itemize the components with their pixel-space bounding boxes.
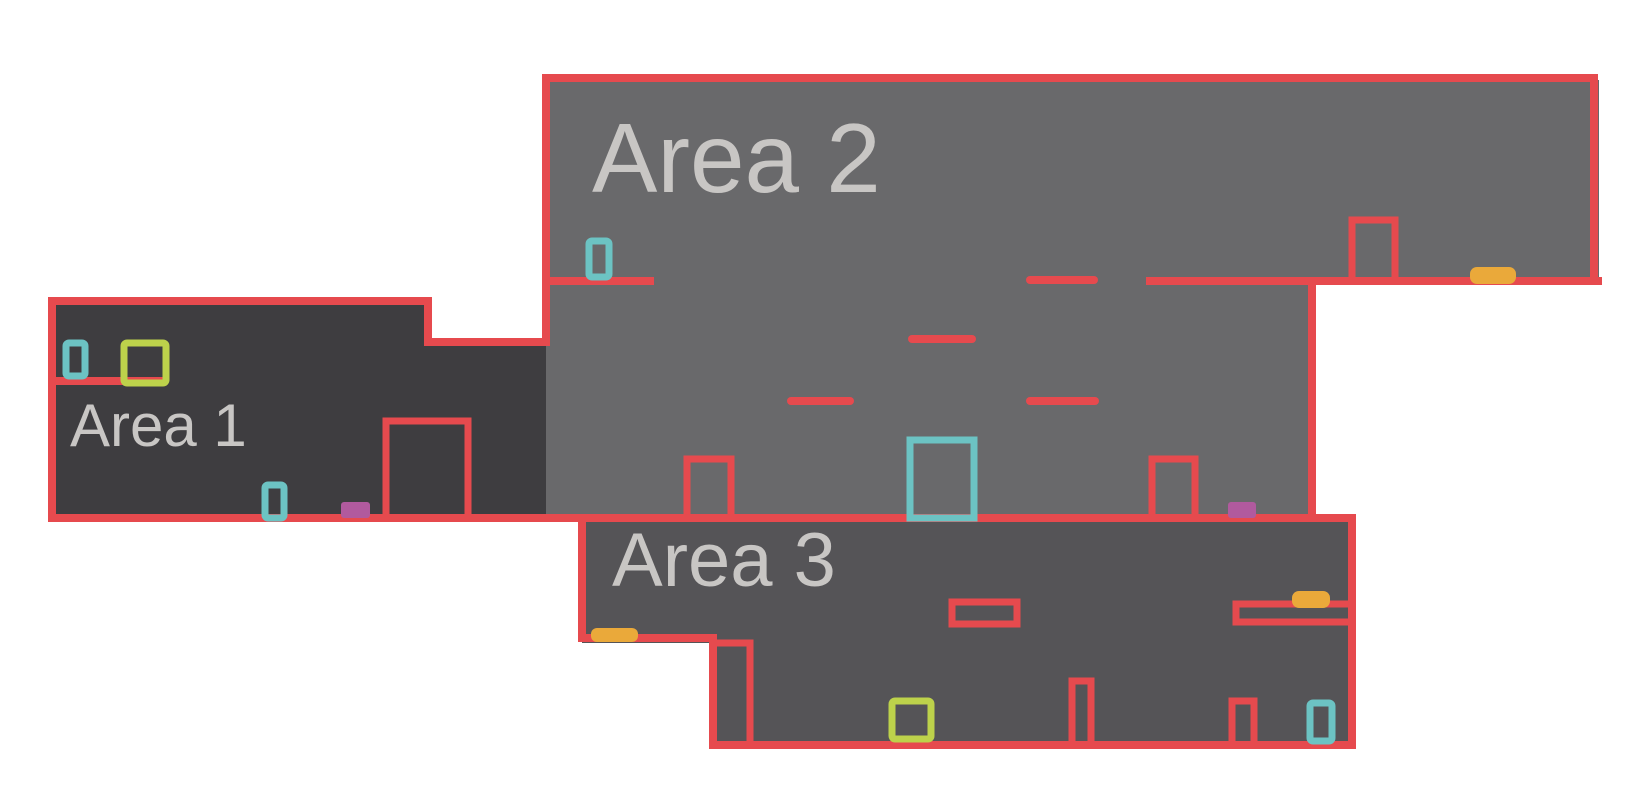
area-3-label: Area 3 — [612, 518, 836, 603]
door-area-2-left — [683, 455, 735, 522]
cyan-markers — [62, 237, 1336, 745]
area-2-label: Area 2 — [592, 103, 881, 213]
lime-marker — [120, 339, 170, 387]
area-1-floor — [52, 301, 546, 518]
cyan-marker — [62, 339, 89, 380]
area-fills — [52, 80, 1599, 745]
area-2-outline — [542, 74, 1598, 522]
orange-marker — [591, 628, 638, 642]
area-1-label: Area 1 — [70, 392, 247, 459]
orange-marker — [1470, 267, 1516, 284]
block-area-3 — [948, 598, 1021, 628]
magenta-marker — [341, 502, 370, 518]
lime-markers — [120, 339, 935, 743]
door-area-2-right — [1148, 455, 1199, 522]
orange-markers — [591, 267, 1516, 642]
cyan-marker — [261, 481, 288, 522]
door-area-3-left — [709, 639, 754, 749]
area-2-floor — [546, 80, 1599, 518]
door-area-3-right — [1228, 697, 1258, 749]
lime-marker — [888, 697, 935, 743]
platforms — [787, 276, 1099, 405]
cyan-marker — [1306, 699, 1336, 745]
door-area-1 — [382, 417, 472, 522]
orange-marker — [1292, 591, 1330, 608]
cyan-marker — [585, 237, 613, 281]
magenta-marker — [1228, 502, 1256, 518]
cyan-door — [906, 436, 978, 522]
pillar-area-3 — [1068, 677, 1095, 749]
area-3-floor — [582, 518, 1356, 745]
magenta-markers — [341, 502, 1256, 518]
door-area-2-top — [1348, 216, 1399, 285]
